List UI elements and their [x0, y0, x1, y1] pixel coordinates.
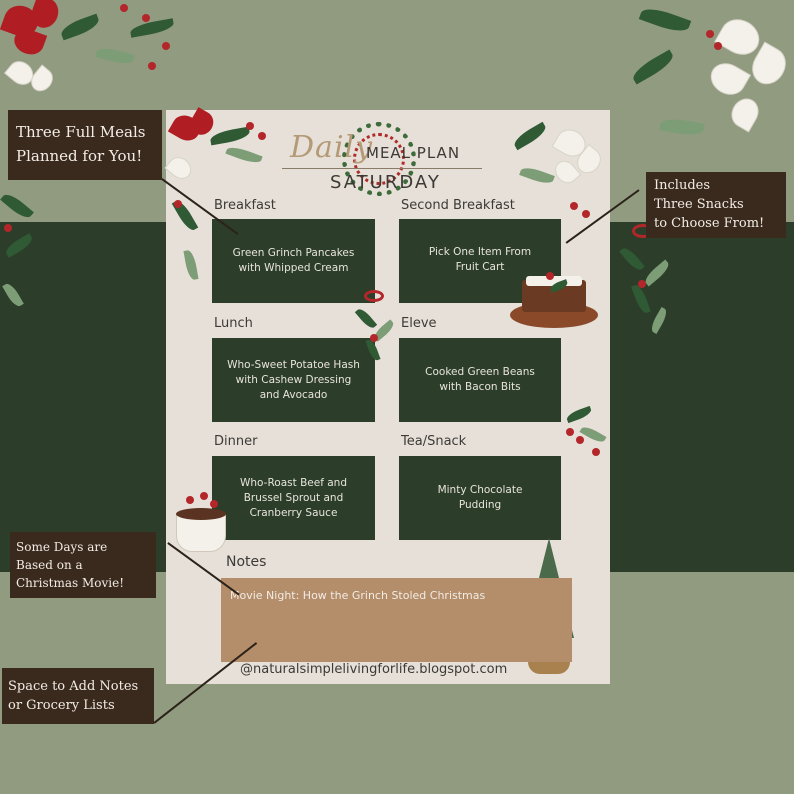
poinsettia-icon	[510, 110, 610, 230]
wreath-icon	[342, 122, 416, 196]
callout-snacks-line: to Choose From!	[654, 216, 765, 231]
dinner-line: Cranberry Sauce	[249, 506, 338, 519]
callout-snacks-line: Includes	[654, 178, 711, 193]
callout-notes-line: or Grocery Lists	[8, 698, 115, 713]
notes-text: Movie Night: How the Grinch Stoled Chris…	[230, 589, 486, 602]
lunch-line: and Avocado	[259, 388, 328, 401]
breakfast-box: Green Grinch Pancakes with Whipped Cream	[212, 219, 375, 303]
holly-icon	[562, 404, 612, 464]
callout-notes: Space to Add Notes or Grocery Lists	[2, 668, 154, 724]
tea-snack-line: Minty Chocolate	[437, 484, 523, 496]
tea-snack-label: Tea/Snack	[401, 434, 467, 449]
second-breakfast-line: Fruit Cart	[455, 261, 505, 273]
callout-meals-line: Three Full Meals	[16, 123, 146, 141]
footer-url: @naturalsimplelivingforlife.blogspot.com	[240, 662, 508, 677]
callout-snacks-line: Three Snacks	[654, 197, 744, 212]
eleve-box: Cooked Green Beans with Bacon Bits	[399, 338, 561, 422]
hot-cocoa-icon	[170, 492, 234, 554]
callout-movie: Some Days are Based on a Christmas Movie…	[10, 532, 156, 598]
title-script: Daily	[290, 130, 374, 165]
lunch-box: Who-Sweet Potatoe Hash with Cashew Dressi…	[212, 338, 375, 422]
lunch-label: Lunch	[214, 316, 253, 331]
poinsettia-icon	[0, 0, 190, 120]
eleve-line: with Bacon Bits	[439, 381, 521, 393]
tea-snack-line: Pudding	[458, 499, 502, 511]
notes-box	[221, 578, 572, 662]
holly-icon	[164, 107, 286, 310]
callout-snacks: Includes Three Snacks to Choose From!	[646, 172, 786, 238]
dinner-label: Dinner	[214, 434, 258, 449]
lunch-line: with Cashew Dressing	[235, 373, 352, 386]
breakfast-line: with Whipped Cream	[238, 262, 349, 274]
callout-meals-line: Planned for You!	[16, 147, 143, 165]
dinner-line: Brussel Sprout and	[243, 491, 344, 504]
lunch-line: Who-Sweet Potatoe Hash	[227, 358, 360, 371]
holly-icon	[0, 180, 40, 320]
dinner-line: Who-Roast Beef and	[240, 476, 347, 489]
eleve-line: Cooked Green Beans	[425, 366, 535, 378]
fruitcake-icon	[510, 272, 600, 332]
day-label: SATURDAY	[330, 172, 441, 193]
second-breakfast-label: Second Breakfast	[401, 198, 515, 213]
title-divider	[282, 168, 482, 169]
mistletoe-icon	[352, 290, 398, 370]
second-breakfast-line: Pick One Item From	[428, 246, 532, 258]
page-title: MEAL PLAN	[366, 144, 461, 162]
callout-meals: Three Full Meals Planned for You!	[8, 110, 162, 180]
callout-movie-line: Some Days are	[16, 540, 108, 554]
mistletoe-icon	[612, 224, 682, 344]
breakfast-line: Green Grinch Pancakes	[232, 247, 355, 259]
callout-movie-line: Christmas Movie!	[16, 576, 125, 590]
callout-movie-line: Based on a	[16, 558, 83, 572]
notes-label: Notes	[226, 554, 267, 570]
eleve-label: Eleve	[401, 316, 437, 331]
callout-notes-line: Space to Add Notes	[8, 679, 139, 694]
breakfast-label: Breakfast	[214, 198, 276, 213]
poinsettia-icon	[610, 0, 794, 180]
